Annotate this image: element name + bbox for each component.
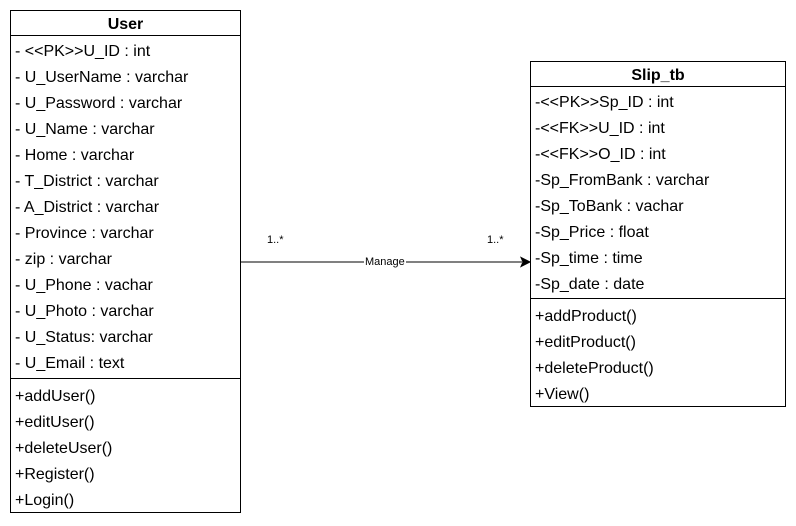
slip-attribute: -<<FK>>O_ID : int — [535, 146, 666, 163]
slip-attribute: -Sp_time : time — [535, 250, 643, 267]
target-multiplicity-label: 1..* — [487, 234, 504, 246]
user-attribute: - A_District : varchar — [15, 199, 160, 216]
slip-operations-section: +addProduct() +editProduct() +deleteProd… — [531, 299, 785, 408]
user-attribute: - U_Phone : vachar — [15, 277, 153, 294]
slip-attribute: -Sp_ToBank : vachar — [535, 198, 684, 215]
user-attribute: - Home : varchar — [15, 147, 135, 164]
user-attribute: - U_Password : varchar — [15, 95, 183, 112]
user-attribute: - <<PK>>U_ID : int — [15, 43, 151, 60]
user-attribute: - U_Photo : varchar — [15, 303, 154, 320]
user-operations-section: +addUser() +editUser() +deleteUser() +Re… — [11, 379, 240, 514]
user-class-box[interactable]: User - <<PK>>U_ID : int - U_UserName : v… — [10, 10, 241, 513]
arrowhead-icon — [519, 256, 532, 268]
user-operation: +Register() — [15, 466, 95, 483]
association-name-label: Manage — [364, 256, 406, 268]
slip-class-name: Slip_tb — [531, 62, 785, 87]
slip-attribute: -Sp_FromBank : varchar — [535, 172, 710, 189]
slip-operation: +View() — [535, 386, 590, 403]
user-attribute: - U_Email : text — [15, 355, 125, 372]
user-attribute: - U_Status: varchar — [15, 329, 153, 346]
user-attribute: - U_UserName : varchar — [15, 69, 189, 86]
slip-attribute: -Sp_Price : float — [535, 224, 649, 241]
user-class-name: User — [11, 11, 240, 36]
slip-operation: +addProduct() — [535, 308, 637, 325]
source-multiplicity-label: 1..* — [267, 234, 284, 246]
slip-attribute: -<<PK>>Sp_ID : int — [535, 94, 674, 111]
slip-class-box[interactable]: Slip_tb -<<PK>>Sp_ID : int -<<FK>>U_ID :… — [530, 61, 786, 407]
slip-attribute: -<<FK>>U_ID : int — [535, 120, 665, 137]
user-attribute: - U_Name : varchar — [15, 121, 155, 138]
user-operation: +editUser() — [15, 414, 95, 431]
user-operation: +Login() — [15, 492, 75, 509]
slip-attribute: -Sp_date : date — [535, 276, 645, 293]
user-attributes-section: - <<PK>>U_ID : int - U_UserName : varcha… — [11, 36, 240, 379]
user-attribute: - Province : varchar — [15, 225, 154, 242]
slip-attributes-section: -<<PK>>Sp_ID : int -<<FK>>U_ID : int -<<… — [531, 87, 785, 299]
user-attribute: - T_District : varchar — [15, 173, 159, 190]
slip-operation: +editProduct() — [535, 334, 636, 351]
user-attribute: - zip : varchar — [15, 251, 112, 268]
user-operation: +addUser() — [15, 388, 96, 405]
slip-operation: +deleteProduct() — [535, 360, 654, 377]
user-operation: +deleteUser() — [15, 440, 113, 457]
